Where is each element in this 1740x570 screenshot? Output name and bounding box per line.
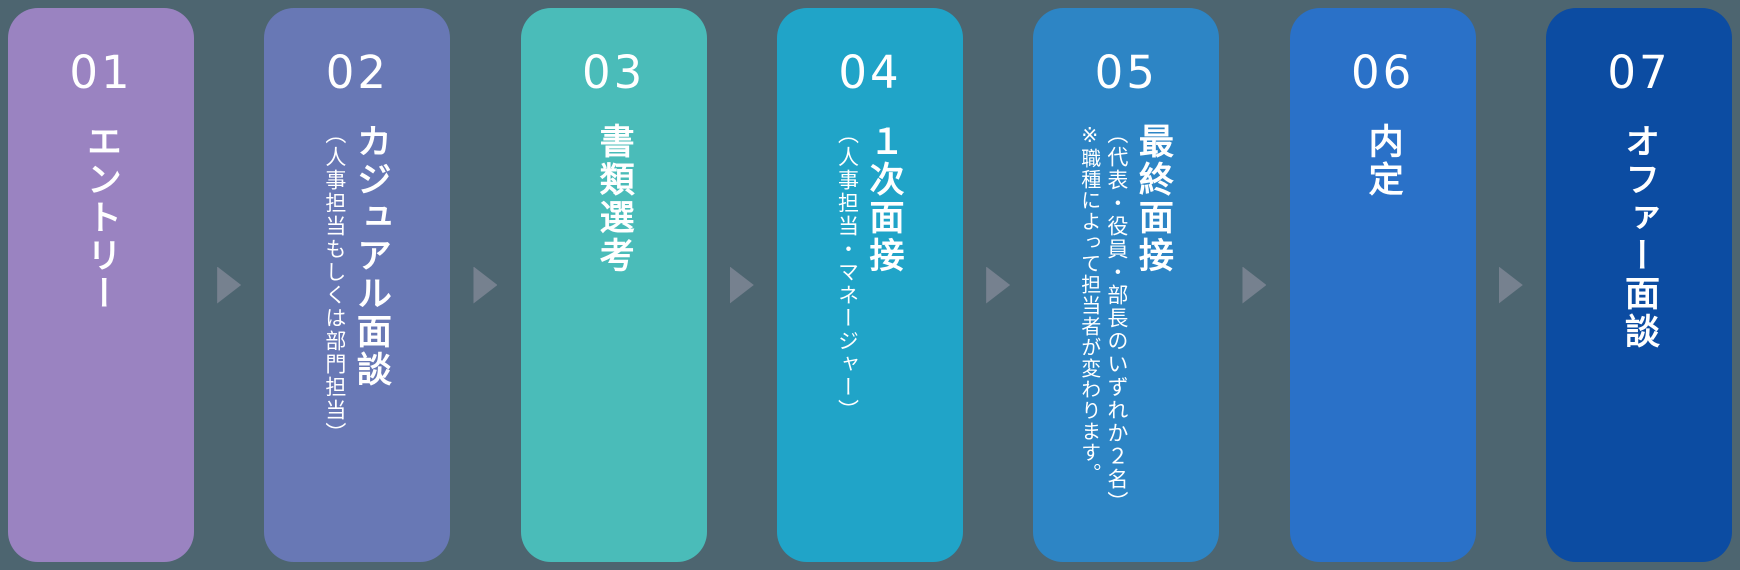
step-body: 書類選考 (521, 123, 707, 543)
step-number: 07 (1607, 46, 1671, 99)
step-vertical-text: オファー面談 (1614, 123, 1664, 543)
step-vertical-text: カジュアル面談 （人事担当もしくは部門担当） (319, 123, 396, 543)
step-card-entry: 01 エントリー (8, 8, 194, 562)
step-title: オファー面談 (1618, 123, 1659, 351)
step-number: 05 (1094, 46, 1158, 99)
step-vertical-text: １次面接 （人事担当・マネージャー） (831, 123, 908, 543)
step-title: 内定 (1362, 123, 1403, 199)
step-number: 03 (582, 46, 646, 99)
step-title: エントリー (81, 123, 121, 313)
step-title: 書類選考 (593, 123, 634, 275)
step-number: 06 (1351, 46, 1415, 99)
step-card-first-interview: 04 １次面接 （人事担当・マネージャー） (776, 8, 963, 562)
step-connector (194, 8, 264, 562)
step-card-final-interview: 05 最終面接 （代表・役員・部長のいずれか２名） ※職種によって担当者が変わり… (1033, 8, 1220, 562)
step-connector (1476, 8, 1546, 562)
step-connector (963, 8, 1033, 562)
step-body: カジュアル面談 （人事担当もしくは部門担当） (264, 123, 450, 543)
step-body: エントリー (8, 123, 194, 543)
step-title: １次面接 (863, 123, 904, 275)
step-note-disclaimer: ※職種によって担当者が変わります。 (1077, 123, 1102, 484)
step-body: 内定 (1290, 123, 1476, 543)
step-card-document-screening: 03 書類選考 (520, 8, 707, 562)
arrow-right-icon (217, 266, 242, 304)
arrow-right-icon (729, 266, 754, 304)
step-number: 01 (69, 46, 133, 99)
step-card-offer-interview: 07 オファー面談 (1545, 8, 1732, 562)
step-title: カジュアル面談 (350, 123, 391, 389)
arrow-right-icon (986, 266, 1011, 304)
step-connector (450, 8, 520, 562)
step-vertical-text: 最終面接 （代表・役員・部長のいずれか２名） ※職種によって担当者が変わります。 (1075, 123, 1178, 543)
step-card-casual-interview: 02 カジュアル面談 （人事担当もしくは部門担当） (264, 8, 451, 562)
step-note: （人事担当・マネージャー） (835, 123, 860, 422)
step-vertical-text: エントリー (76, 123, 126, 543)
step-body: オファー面談 (1546, 123, 1732, 543)
step-connector (1219, 8, 1289, 562)
step-body: 最終面接 （代表・役員・部長のいずれか２名） ※職種によって担当者が変わります。 (1033, 123, 1219, 543)
step-connector (707, 8, 777, 562)
step-note: （代表・役員・部長のいずれか２名） (1104, 123, 1129, 514)
step-vertical-text: 書類選考 (589, 123, 639, 543)
step-card-job-offer: 06 内定 (1289, 8, 1476, 562)
step-body: １次面接 （人事担当・マネージャー） (777, 123, 963, 543)
step-note: （人事担当もしくは部門担当） (322, 123, 347, 445)
step-number: 04 (838, 46, 902, 99)
arrow-right-icon (1242, 266, 1267, 304)
step-vertical-text: 内定 (1358, 123, 1408, 543)
arrow-right-icon (473, 266, 498, 304)
step-title: 最終面接 (1132, 123, 1173, 275)
step-number: 02 (325, 46, 389, 99)
arrow-right-icon (1498, 266, 1523, 304)
